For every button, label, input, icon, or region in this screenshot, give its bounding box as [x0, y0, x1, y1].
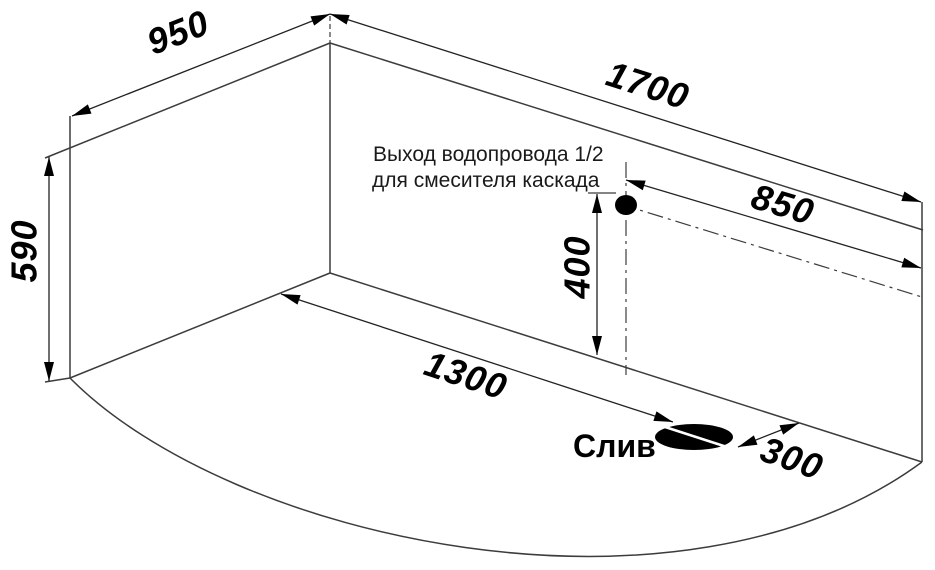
dimension-line-1700-arrow-start	[330, 14, 350, 25]
dimension-line-1700	[329, 13, 922, 203]
drain-hole	[655, 424, 733, 450]
dimension-line-850	[625, 179, 922, 269]
outlet-annotation-line1: Выход водопровода 1/2	[373, 143, 604, 166]
dimension-590-label: 590	[4, 219, 45, 282]
dimension-line-1300-arrow-end	[653, 411, 673, 422]
dimension-1700-label: 1700	[602, 53, 695, 117]
dimension-line-1300-arrow-start	[281, 294, 301, 305]
dimension-1300-label: 1300	[420, 343, 513, 408]
dimension-line-590-arrow-end	[44, 362, 54, 381]
right-wall-top-edge	[329, 42, 924, 231]
dimension-line-950-arrow-end	[310, 14, 330, 26]
dimension-line-400-arrow-start	[592, 194, 602, 213]
tub-front-curve	[69, 377, 923, 558]
outlet-annotation-line2: для смесителя каскада	[372, 169, 600, 192]
dimension-line-1700-arrow-end	[901, 191, 921, 202]
dimension-300-label: 300	[755, 428, 828, 487]
left-wall-top-edge	[44, 42, 331, 159]
drain-slit-line	[661, 424, 731, 450]
dimension-line-950	[71, 13, 331, 117]
dimension-line-300-arrow-start	[738, 435, 758, 447]
outlet-annotation: Выход водопровода 1/2 для смесителя каск…	[372, 143, 604, 192]
drawing-geometry	[44, 13, 924, 558]
rim-left-extension	[44, 377, 71, 383]
dimension-line-950-arrow-start	[72, 104, 92, 116]
dimension-line-300-arrow-end	[779, 423, 799, 435]
dimension-line-850-arrow-start	[626, 180, 646, 191]
dimension-line-590-arrow-start	[44, 157, 54, 176]
rim-back-left-edge	[69, 272, 331, 379]
dimension-line-1300	[280, 293, 674, 423]
dimension-400-label: 400	[557, 235, 598, 299]
outlet-axis-centerline	[619, 203, 923, 298]
dimension-line-400-arrow-end	[592, 336, 602, 355]
water-outlet-dot	[615, 195, 637, 215]
dimension-950-label: 950	[141, 1, 215, 62]
dimension-850-label: 850	[747, 175, 819, 232]
dimension-line-850-arrow-end	[901, 257, 921, 268]
drain-label: Слив	[573, 428, 656, 464]
